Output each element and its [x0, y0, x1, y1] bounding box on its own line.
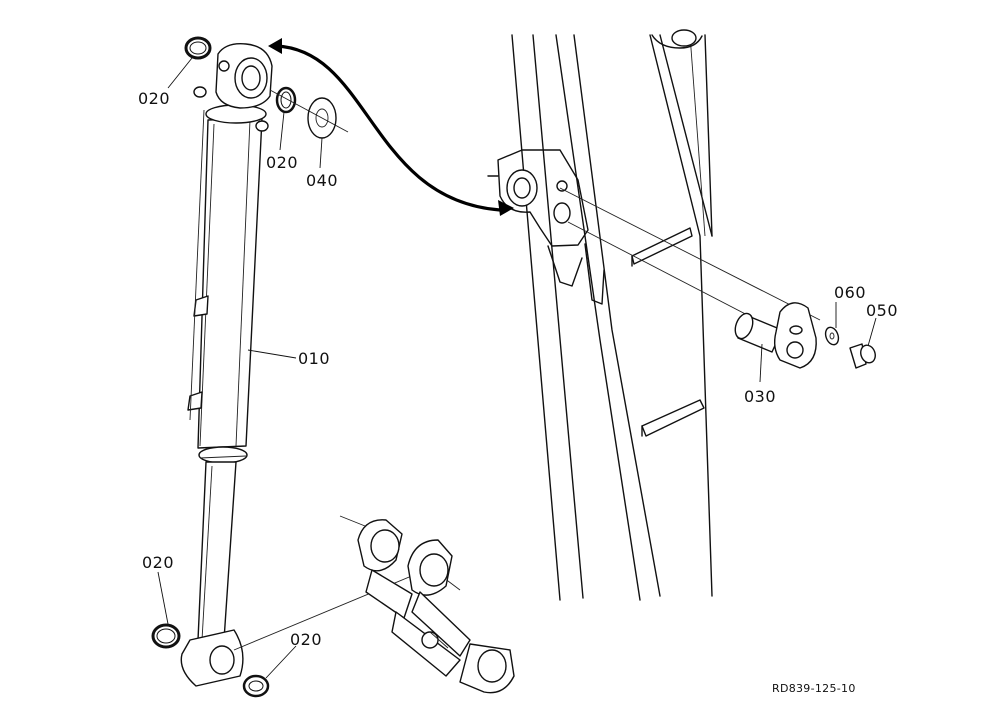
callout-020-top-left: 020	[138, 89, 170, 108]
callout-040: 040	[306, 171, 338, 190]
bolt-050	[849, 343, 876, 369]
washer-060	[824, 326, 840, 346]
o-ring-bottom-right	[242, 674, 270, 698]
leader-lines	[157, 57, 877, 679]
pin-030	[559, 187, 821, 369]
callout-020-bottom-left: 020	[142, 553, 174, 572]
link-arms	[233, 515, 515, 694]
o-ring-top-right	[275, 86, 297, 114]
drawing-reference-code: RD839-125-10	[772, 682, 856, 695]
assembly-arrow	[268, 38, 514, 216]
callout-020-top-right: 020	[266, 153, 298, 172]
callout-020-bottom-right: 020	[290, 630, 322, 649]
o-ring-bottom-left	[151, 623, 181, 649]
boom-arm-structure	[487, 29, 713, 601]
o-ring-top-left	[184, 36, 212, 60]
callout-010: 010	[298, 349, 330, 368]
hydraulic-cylinder-010	[180, 43, 273, 687]
callout-060: 060	[834, 283, 866, 302]
callout-030: 030	[744, 387, 776, 406]
callout-050: 050	[866, 301, 898, 320]
